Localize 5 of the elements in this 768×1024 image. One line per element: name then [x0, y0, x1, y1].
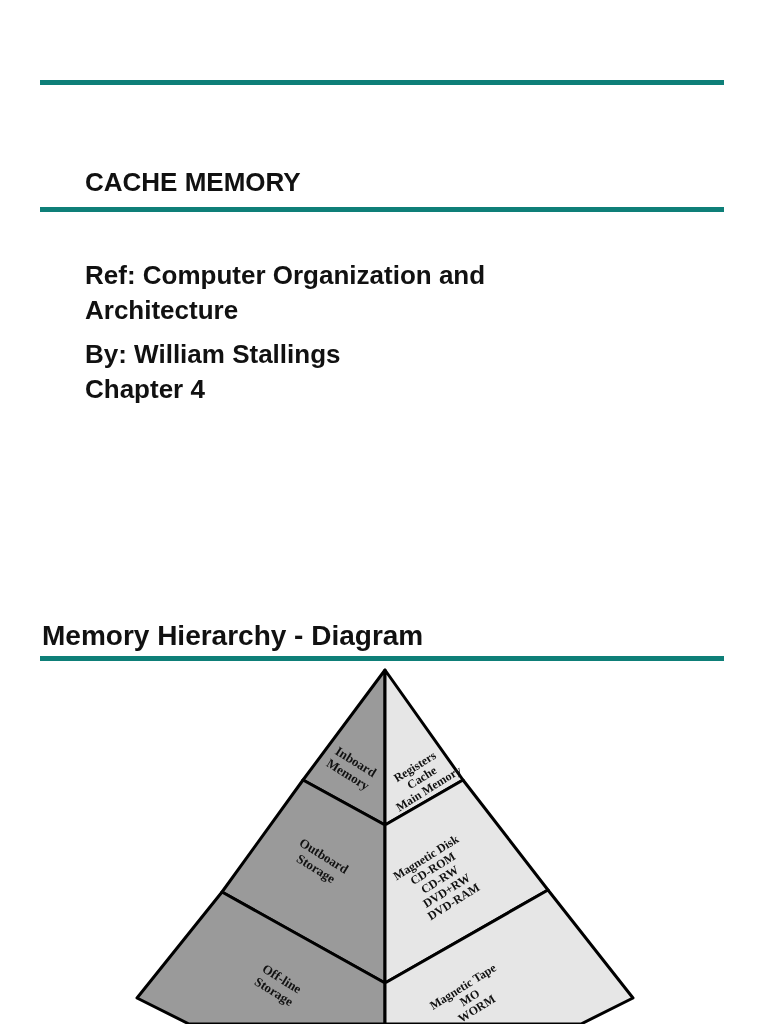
- heading-text: Ref: Computer Organization and Architecture: [85, 259, 487, 327]
- heading-text: By: William Stallings: [85, 338, 341, 371]
- slide-title: CACHE MEMORY: [85, 166, 301, 199]
- section-heading: Memory Hierarchy - Diagram: [42, 619, 424, 653]
- heading-text: Chapter 4: [85, 373, 205, 406]
